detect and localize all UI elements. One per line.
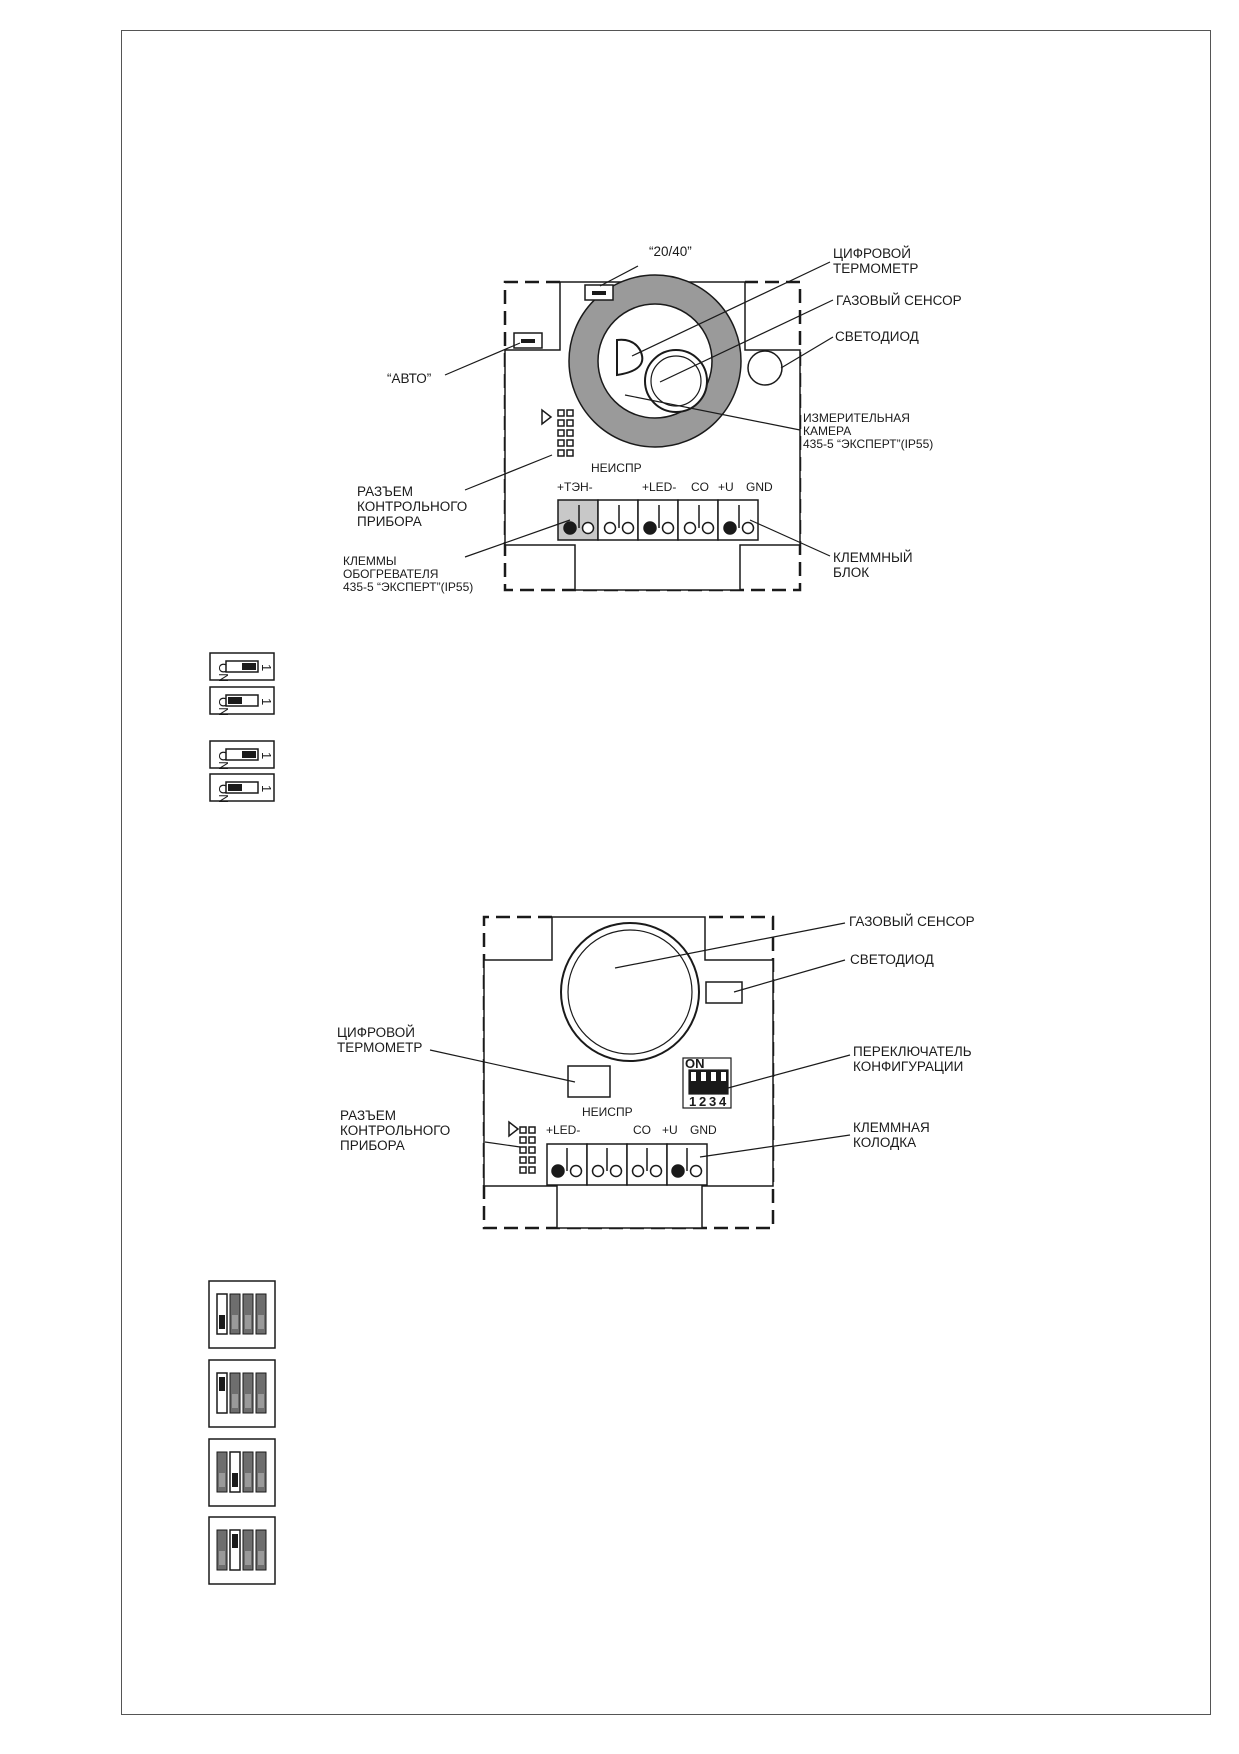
switch-icon-a-2: ON 1 [209, 686, 275, 715]
gas-sensor-body [560, 922, 700, 1062]
terminal2-label-co: CO [633, 1123, 651, 1137]
label-gas-sensor-1: ГАЗОВЫЙ СЕНСОР [836, 293, 962, 308]
dip-icon-b-3 [208, 1438, 276, 1507]
svg-text:1: 1 [259, 785, 274, 792]
dip-on-label: ON [685, 1056, 705, 1071]
label-led-1: СВЕТОДИОД [835, 329, 919, 344]
terminal-strip-2 [546, 1143, 708, 1186]
label-fault-2: НЕИСПР [582, 1105, 633, 1119]
led-element-2 [705, 981, 743, 1004]
label-gas-sensor-2: ГАЗОВЫЙ СЕНСОР [849, 914, 975, 929]
dip-icon-b-1 [208, 1280, 276, 1349]
diagram-1-leaders [444, 261, 834, 558]
label-led-2: СВЕТОДИОД [850, 952, 934, 967]
terminal2-label-led: +LED- [546, 1123, 581, 1137]
terminal-label-ten: +ТЭН- [557, 480, 593, 494]
dip-icon-b-2 [208, 1359, 276, 1428]
svg-text:1: 1 [259, 664, 274, 671]
terminal-block-1 [557, 499, 759, 541]
dip-number-2: 2 [699, 1094, 706, 1109]
terminal2-label-gnd: GND [690, 1123, 717, 1137]
diagram-2-leaders [429, 922, 851, 1158]
dip-number-1: 1 [689, 1094, 696, 1109]
label-20-40: “20/40” [649, 244, 692, 259]
board-2-enclosure [482, 915, 775, 1230]
dip-number-3: 3 [709, 1094, 716, 1109]
dip-icon-b-4 [208, 1516, 276, 1585]
thermometer-element [616, 338, 644, 377]
label-fault-1: НЕИСПР [591, 461, 642, 475]
terminal-label-led: +LED- [642, 480, 677, 494]
svg-text:1: 1 [259, 752, 274, 759]
gas-sensor-element [644, 349, 708, 413]
switch-icon-a-1: ON 1 [209, 652, 275, 681]
control-connector-2 [508, 1120, 536, 1174]
terminal2-label-u: +U [662, 1123, 678, 1137]
control-connector-1 [541, 408, 574, 457]
svg-text:1: 1 [259, 698, 274, 705]
label-avto: “АВТО” [387, 371, 432, 386]
config-dip-switch [682, 1057, 732, 1109]
terminal-label-co: CO [691, 480, 709, 494]
switch-icon-a-3: ON 1 [209, 740, 275, 769]
page-frame [121, 30, 1211, 1715]
terminal-label-gnd: GND [746, 480, 773, 494]
switch-icon-a-4: ON 1 [209, 773, 275, 802]
dip-number-4: 4 [719, 1094, 727, 1109]
terminal-label-u: +U [718, 480, 734, 494]
